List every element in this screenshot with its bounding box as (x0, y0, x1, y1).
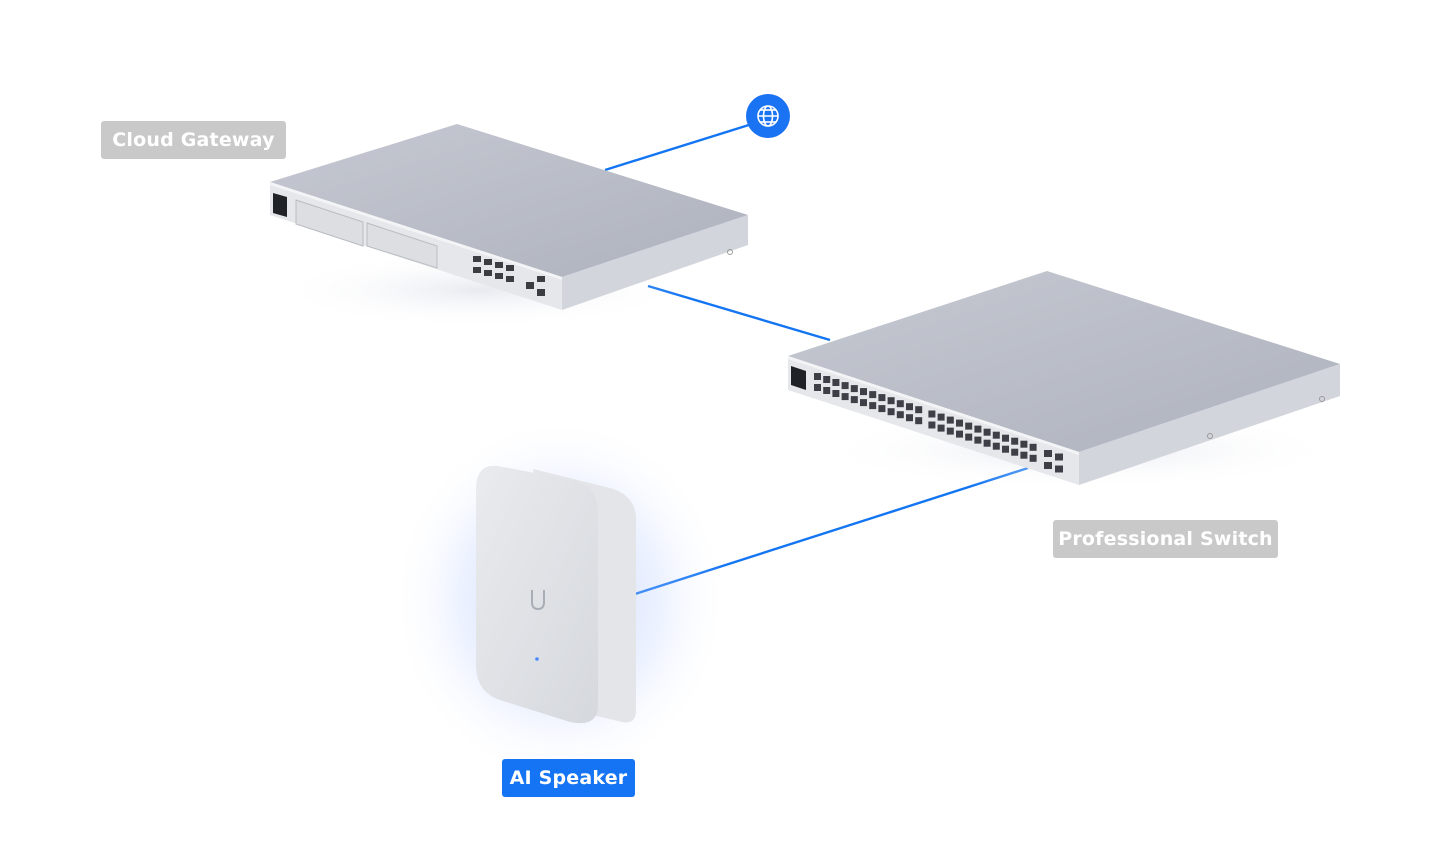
status-led (535, 657, 539, 661)
cloud-gateway-label[interactable]: Cloud Gateway (101, 121, 286, 159)
globe-icon (757, 105, 779, 127)
professional-switch-label[interactable]: Professional Switch (1053, 520, 1278, 558)
ai-speaker-device[interactable] (390, 415, 730, 785)
professional-switch-device[interactable] (788, 271, 1350, 490)
ai-speaker-label[interactable]: AI Speaker (502, 759, 635, 797)
link-gateway-internet (604, 122, 753, 172)
gateway-front-panel (273, 193, 733, 296)
switch-front-panel (791, 366, 1325, 473)
internet-node[interactable] (746, 94, 790, 138)
cloud-gateway-device[interactable] (270, 124, 748, 328)
ui-logo-icon (531, 590, 545, 611)
